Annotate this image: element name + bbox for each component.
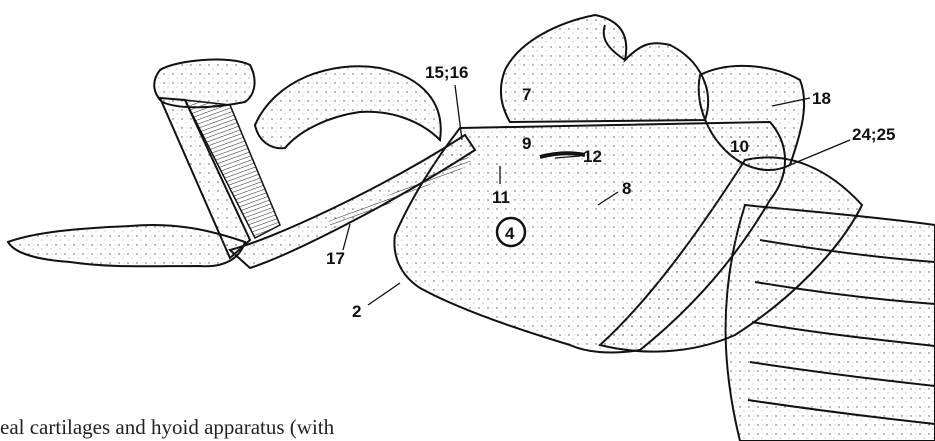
svg-text:9: 9 bbox=[522, 134, 531, 153]
svg-text:24;25: 24;25 bbox=[852, 125, 895, 144]
svg-text:18: 18 bbox=[812, 89, 831, 108]
hyoid-lingual-process bbox=[8, 225, 245, 266]
svg-text:12: 12 bbox=[583, 147, 602, 166]
label-10: 10 bbox=[730, 137, 749, 156]
label-24-25: 24;25 bbox=[790, 125, 895, 165]
svg-text:8: 8 bbox=[622, 179, 631, 198]
epiglottis bbox=[501, 15, 708, 122]
label-9: 9 bbox=[522, 134, 531, 153]
svg-text:2: 2 bbox=[352, 302, 361, 321]
svg-text:15;16: 15;16 bbox=[425, 63, 468, 82]
label-7: 7 bbox=[522, 85, 531, 104]
hyoid-crescent bbox=[255, 66, 441, 148]
label-2: 2 bbox=[352, 283, 400, 321]
svg-text:4: 4 bbox=[505, 224, 515, 243]
svg-text:10: 10 bbox=[730, 137, 749, 156]
svg-text:17: 17 bbox=[326, 249, 345, 268]
label-4: 4 bbox=[497, 218, 525, 246]
figure-caption: eal cartilages and hyoid apparatus (with bbox=[0, 414, 935, 441]
svg-text:7: 7 bbox=[522, 85, 531, 104]
svg-text:11: 11 bbox=[492, 188, 510, 207]
